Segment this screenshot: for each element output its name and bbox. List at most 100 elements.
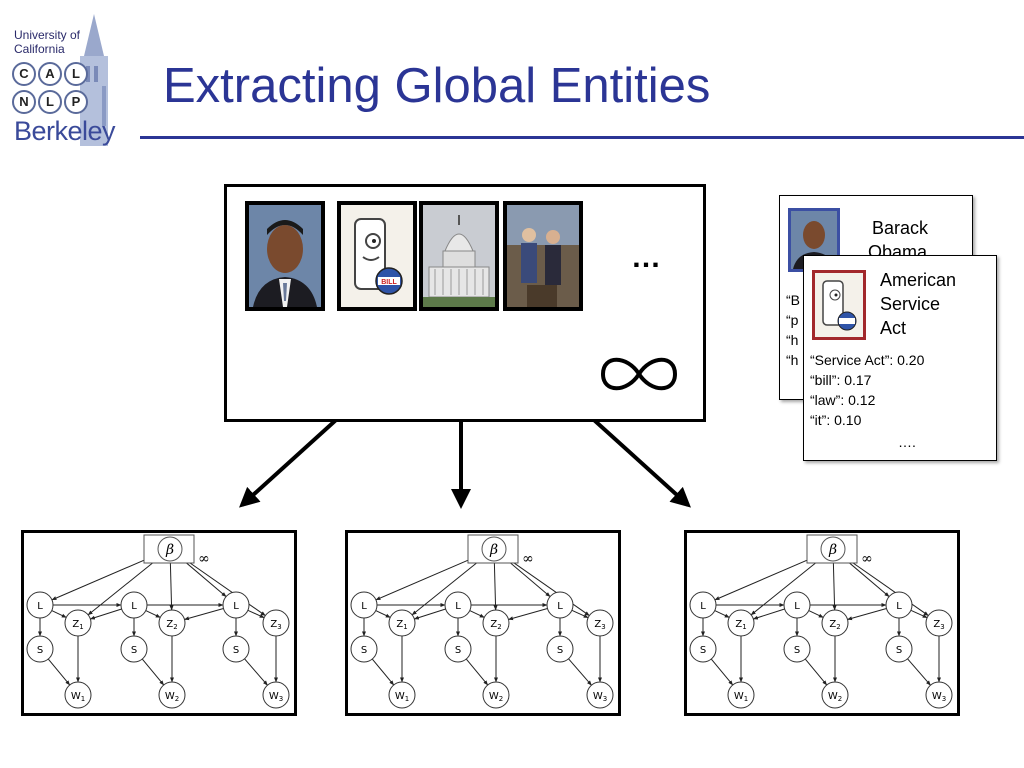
model-edge	[169, 562, 174, 611]
model-edge	[47, 658, 71, 686]
model-node	[350, 635, 378, 663]
model-node	[388, 681, 416, 709]
model-edge	[752, 608, 785, 620]
thumbnail-bill-cartoon: BILL	[337, 201, 417, 311]
model-node-label: S	[361, 645, 367, 656]
card-list-item: “bill”: 0.17	[810, 372, 872, 388]
global-entities-box: BILL …	[224, 184, 706, 422]
infinity-icon	[600, 357, 678, 391]
model-node	[64, 609, 92, 637]
logo-letter: P	[64, 90, 88, 114]
arrow-right	[592, 418, 691, 508]
model-edge	[508, 608, 548, 621]
service-act-card-image	[812, 270, 866, 340]
model-edge	[375, 554, 482, 601]
model-node	[482, 681, 510, 709]
model-node	[885, 591, 913, 619]
model-node	[925, 681, 953, 709]
model-node-label: W1	[395, 691, 409, 703]
model-edge	[141, 658, 165, 686]
model-node	[482, 609, 510, 637]
card-list-item: “law”: 0.12	[810, 392, 876, 408]
thumbnail-obama	[245, 201, 325, 311]
model-edge	[145, 610, 161, 618]
model-node-label: W3	[593, 691, 607, 703]
model-node	[350, 591, 378, 619]
card-list-item: “it”: 0.10	[810, 412, 862, 428]
model-node-label: L	[896, 601, 902, 612]
beta-label: β	[165, 542, 174, 558]
logo-berkeley-text: Berkeley	[14, 116, 116, 146]
model-edge	[843, 557, 890, 597]
model-node	[444, 591, 472, 619]
plate-infinity-label: ∞	[522, 551, 534, 567]
model-edge	[51, 610, 67, 618]
card-list-item: “p	[786, 312, 799, 328]
model-node	[727, 609, 755, 637]
model-edge	[844, 556, 929, 616]
model-node	[262, 609, 290, 637]
model-node	[689, 591, 717, 619]
model-node	[821, 609, 849, 637]
model-node-label: Z2	[166, 619, 177, 631]
model-node	[158, 609, 186, 637]
model-node	[64, 681, 92, 709]
model-edge	[51, 554, 158, 601]
model-edge	[184, 608, 224, 621]
model-node	[222, 635, 250, 663]
card-name-line: Act	[880, 318, 907, 338]
card-list-item: “h	[786, 352, 799, 368]
model-node	[689, 635, 717, 663]
logo-university-text: University of	[14, 28, 81, 42]
model-node	[925, 609, 953, 637]
model-node-label: W3	[932, 691, 946, 703]
model-edge	[89, 608, 122, 620]
beta-node	[481, 536, 507, 562]
model-node-label: L	[37, 601, 43, 612]
model-edge	[465, 658, 489, 686]
thumbnail-capitol	[419, 201, 499, 311]
card-list-item: “h	[786, 332, 799, 348]
painting-icon	[507, 205, 579, 307]
model-edge	[847, 608, 887, 621]
capitol-building-icon	[423, 205, 495, 307]
title-divider	[140, 136, 1024, 139]
model-node	[885, 635, 913, 663]
logo-letter: L	[38, 90, 62, 114]
beta-node	[157, 536, 183, 562]
model-node-label: W2	[165, 691, 179, 703]
beta-label: β	[828, 542, 837, 558]
card-name-line: Barack	[872, 218, 929, 238]
model-edge	[571, 609, 589, 619]
model-edge	[493, 562, 498, 611]
model-node-label: S	[131, 645, 137, 656]
model-node	[262, 681, 290, 709]
model-node	[222, 591, 250, 619]
card-name-line: American	[880, 270, 957, 290]
plate-infinity-label: ∞	[198, 551, 210, 567]
model-node-label: Z1	[396, 619, 407, 631]
model-node	[727, 681, 755, 709]
model-node-label: Z3	[933, 619, 944, 631]
model-edge	[910, 609, 928, 619]
model-node-label: Z1	[735, 619, 746, 631]
model-edge	[804, 658, 828, 686]
model-node-label: W1	[734, 691, 748, 703]
svg-text:BILL: BILL	[381, 279, 397, 286]
model-node	[546, 635, 574, 663]
model-node-label: L	[455, 601, 461, 612]
beta-node	[820, 536, 846, 562]
model-node	[586, 681, 614, 709]
card-more-ellipsis: ….	[898, 434, 916, 450]
entity-card-service-act: American Service Act “Service Act”: 0.20…	[803, 255, 997, 461]
more-entities-ellipsis: …	[631, 241, 661, 274]
model-node	[586, 609, 614, 637]
model-edge	[180, 557, 227, 597]
model-node-label: L	[557, 601, 563, 612]
model-node	[546, 591, 574, 619]
